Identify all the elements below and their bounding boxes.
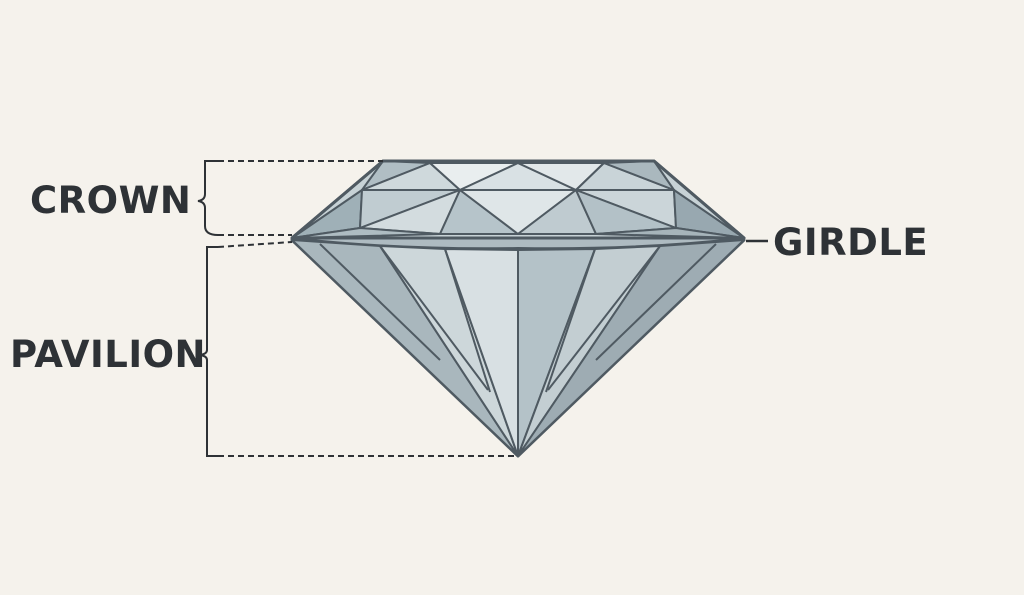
- pavilion-facet-line: [545, 248, 596, 393]
- crown-facet: [291, 227, 441, 239]
- pavilion-top-leader: [217, 241, 293, 248]
- pavilion-label: PAVILION: [10, 333, 207, 376]
- pavilion-facet-line: [379, 245, 489, 391]
- crown-facet: [595, 227, 745, 239]
- annotation-lines: [197, 160, 768, 457]
- pavilion-facet-line: [444, 248, 491, 393]
- pavilion-facet-line: [547, 245, 661, 391]
- diamond-pavilion: [290, 238, 746, 458]
- diamond-crown: [290, 159, 746, 240]
- crown-outline: [290, 159, 746, 240]
- girdle-label: GIRDLE: [773, 221, 929, 264]
- crown-bracket: [197, 160, 219, 236]
- pavilion-facet-line: [319, 243, 441, 361]
- crown-label: CROWN: [30, 179, 192, 222]
- pavilion-bracket: [199, 246, 218, 457]
- pavilion-facet-line: [595, 243, 717, 361]
